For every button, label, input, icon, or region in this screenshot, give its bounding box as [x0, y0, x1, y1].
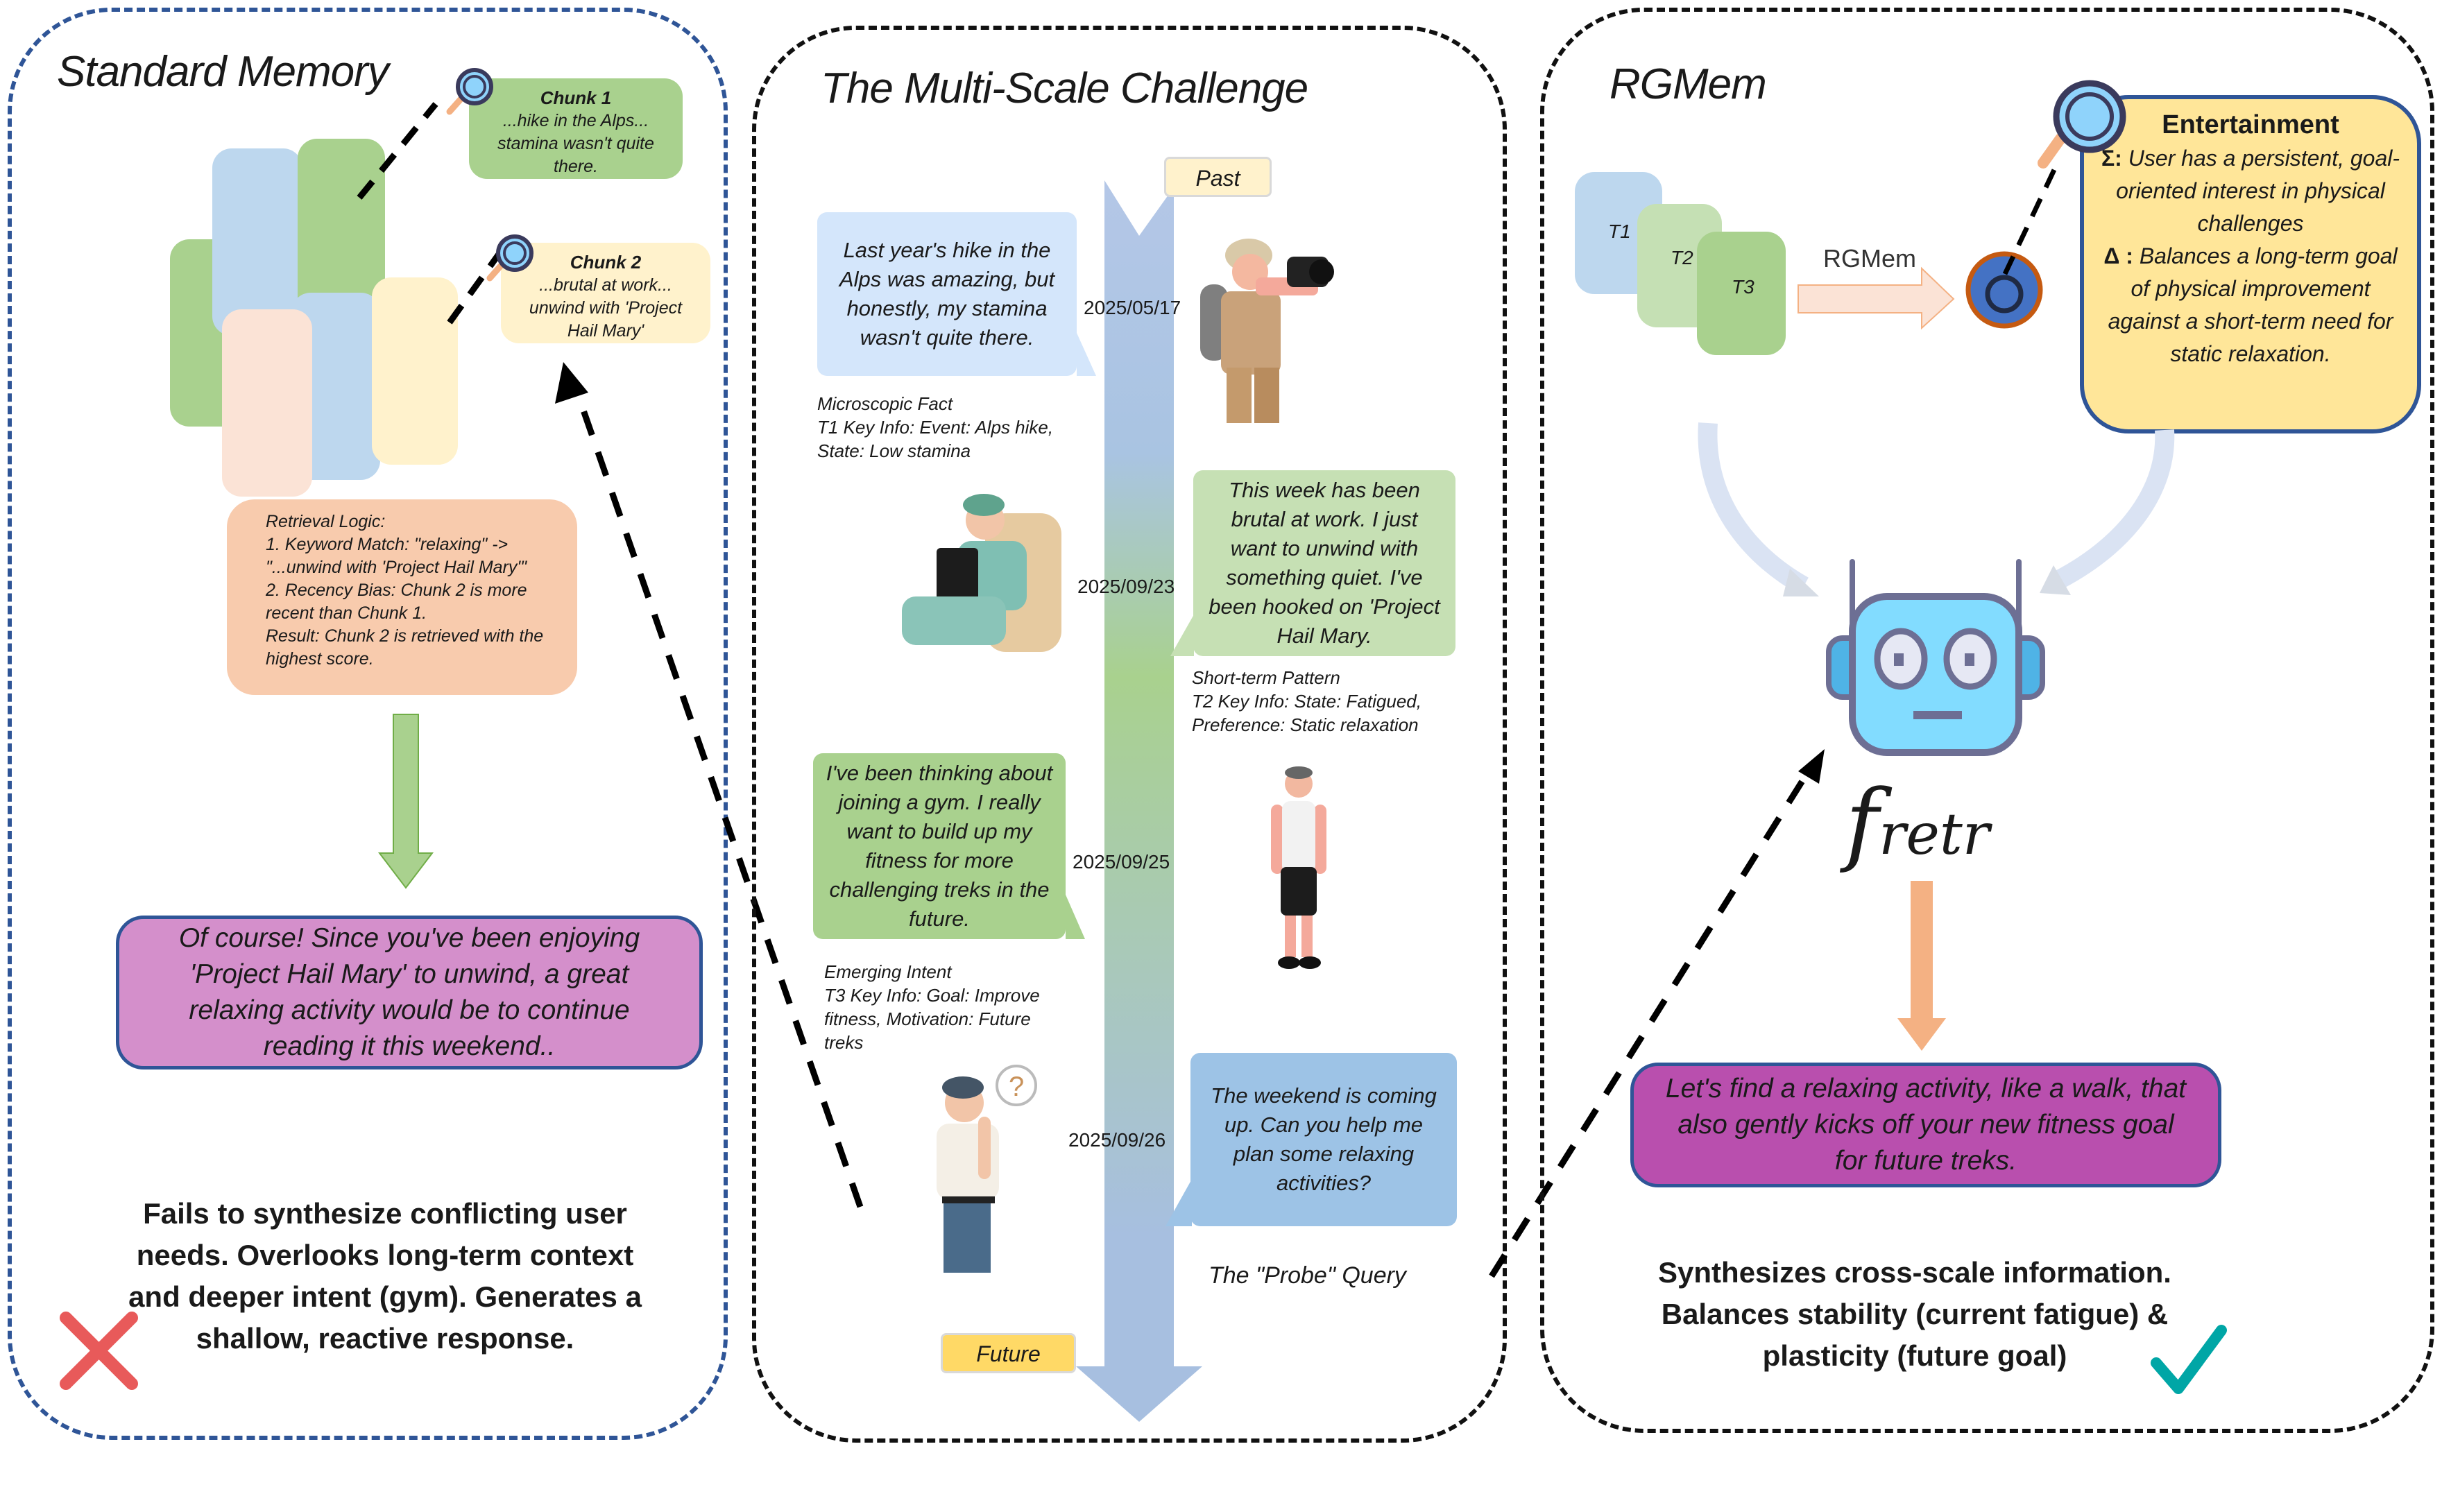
event-4-date: 2025/09/26 [1068, 1129, 1166, 1151]
svg-text:?: ? [1009, 1072, 1024, 1102]
retrieval-logic-box: Retrieval Logic: 1. Keyword Match: "rela… [227, 499, 577, 695]
standard-memory-title: Standard Memory [57, 48, 389, 96]
retrieval-function-label: fretr [1845, 770, 1990, 875]
tier-card-t3 [1697, 232, 1786, 355]
robot-icon [1826, 559, 2045, 756]
event-2-bubble-tail [1170, 615, 1194, 656]
rgmem-response: Let's find a relaxing activity, like a w… [1630, 1063, 2221, 1187]
retrieval-logic-title: Retrieval Logic: [266, 512, 386, 531]
rgmem-panel [1540, 8, 2434, 1433]
memory-card [212, 148, 302, 336]
sigma-text: User has a persistent, goal-oriented int… [2116, 146, 2400, 236]
magnifier-icon [2038, 80, 2126, 169]
event-3-message-bubble: I've been thinking about joining a gym. … [813, 753, 1066, 939]
multi-scale-challenge-panel [752, 26, 1507, 1443]
memory-card [222, 309, 312, 497]
chunk-1-title: Chunk 1 [540, 87, 612, 108]
tier-label-t2: T2 [1671, 247, 1693, 268]
reading-armchair-figure [902, 494, 1061, 652]
event-4-message-bubble: The weekend is coming up. Can you help m… [1190, 1053, 1457, 1226]
event-1-note: Microscopic Fact T1 Key Info: Event: Alp… [817, 393, 1054, 461]
function-subscript: retr [1879, 802, 1990, 868]
standard-memory-panel [8, 8, 728, 1440]
past-label: Past [1164, 157, 1272, 197]
event-1-bubble-tail [1077, 333, 1096, 376]
function-symbol: f [1845, 770, 1879, 875]
event-3-bubble-tail [1066, 895, 1085, 939]
magnifier-icon [446, 68, 493, 115]
event-2-date: 2025/09/23 [1077, 576, 1175, 597]
chunk-1-text: ...hike in the Alps... stamina wasn't qu… [497, 111, 654, 176]
event-3-date: 2025/09/25 [1073, 851, 1170, 873]
tier-label-t3: T3 [1732, 276, 1754, 298]
retrieval-logic-keyword-match: 1. Keyword Match: "relaxing" -> "...unwi… [266, 535, 527, 577]
delta-label: Δ : [2103, 243, 2133, 268]
sigma-label: Σ: [2101, 146, 2122, 171]
rgmem-arrow-label: RGMem [1823, 244, 1916, 273]
event-2-note: Short-term Pattern T2 Key Info: State: F… [1192, 667, 1421, 735]
delta-text: Balances a long-term goal of physical im… [2108, 243, 2398, 366]
timeline-arrow [1076, 180, 1202, 1422]
athletic-man-figure [1271, 766, 1326, 969]
standard-memory-verdict: Fails to synthesize conflicting user nee… [128, 1197, 642, 1355]
profile-title: Entertainment [2162, 110, 2339, 139]
probe-to-chunk2-arrow-line [572, 387, 864, 1208]
probe-to-chunk2-arrowhead [555, 362, 588, 404]
chunk-1-card: Chunk 1 ...hike in the Alps... stamina w… [469, 78, 683, 179]
event-1-date: 2025/05/17 [1084, 297, 1181, 318]
chunk-2-title: Chunk 2 [570, 252, 642, 273]
thinking-man-figure: ? [937, 1065, 1037, 1273]
retrieval-logic-recency-bias: 2. Recency Bias: Chunk 2 is more recent … [266, 581, 527, 623]
rgmem-transform-arrow [1798, 266, 1955, 330]
multi-scale-challenge-title: The Multi-Scale Challenge [821, 65, 1308, 112]
event-3-note: Emerging Intent T3 Key Info: Goal: Impro… [824, 961, 1040, 1053]
chunk2-link-line [447, 251, 502, 325]
down-arrow-icon [377, 714, 434, 889]
tier-label-t1: T1 [1608, 221, 1631, 242]
future-label: Future [941, 1333, 1076, 1373]
photographer-hiker-figure [1200, 239, 1334, 423]
target-node-icon [1965, 251, 2043, 329]
memory-card [372, 277, 458, 465]
probe-to-robot-arrowhead [1798, 749, 1825, 784]
entertainment-profile-card: Entertainment Σ: User has a persistent, … [2080, 95, 2421, 433]
event-4-bubble-tail [1166, 1179, 1192, 1226]
event-1-message-bubble: Last year's hike in the Alps was amazing… [817, 212, 1077, 376]
rgmem-verdict: Synthesizes cross-scale information. Bal… [1658, 1256, 2171, 1372]
chunk1-link-line [357, 102, 438, 200]
retrieval-logic-result: Result: Chunk 2 is retrieved with the hi… [266, 626, 544, 669]
chunk-2-text: ...brutal at work... unwind with 'Projec… [529, 275, 683, 341]
down-arrow-icon [1897, 881, 1946, 1051]
chunk-2-card: Chunk 2 ...brutal at work... unwind with… [501, 243, 710, 343]
rgmem-title: RGMem [1610, 60, 1767, 108]
probe-query-label: The "Probe" Query [1209, 1262, 1406, 1289]
magnifier-icon [486, 234, 533, 282]
check-icon [2151, 1325, 2227, 1394]
probe-to-robot-arrow-line [1489, 768, 1812, 1278]
event-2-message-bubble: This week has been brutal at work. I jus… [1193, 470, 1455, 656]
cross-icon [60, 1312, 138, 1390]
standard-memory-response: Of course! Since you've been enjoying 'P… [116, 916, 703, 1069]
